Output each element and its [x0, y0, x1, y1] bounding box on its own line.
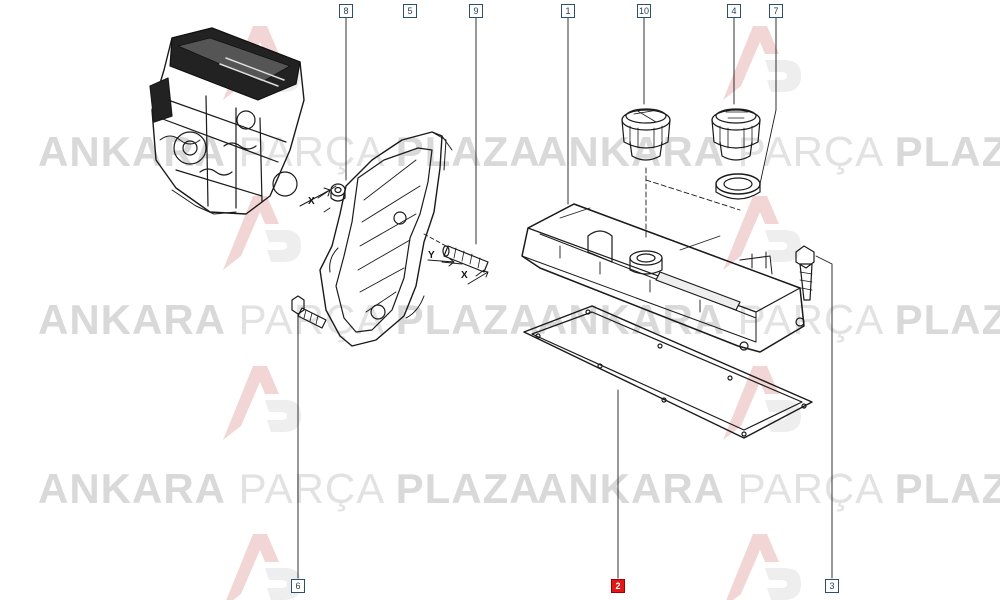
watermark-row: ANKARA PARÇA PLAZA ANKARA PARÇA PLAZA — [0, 465, 1000, 525]
rocker-cover-part — [521, 203, 805, 353]
callout-4[interactable]: 4 — [727, 4, 741, 18]
watermark-row: ANKARA PARÇA PLAZA ANKARA PARÇA PLAZA — [0, 128, 1000, 188]
axis-label-y: Y — [428, 250, 435, 261]
watermark-logo — [723, 196, 801, 270]
callout-10[interactable]: 10 — [637, 4, 651, 18]
watermark-logo — [223, 366, 301, 440]
axis-label-x: X — [308, 196, 315, 207]
timing-cover-part — [319, 131, 453, 347]
watermark-logo — [723, 366, 801, 440]
callout-1[interactable]: 1 — [561, 4, 575, 18]
oil-filler-cap-part — [621, 108, 671, 161]
callout-8[interactable]: 8 — [339, 4, 353, 18]
cover-screw-part — [795, 245, 815, 301]
axis-label-x: X — [461, 270, 468, 281]
callout-6[interactable]: 6 — [291, 579, 305, 593]
watermark-logo — [723, 26, 801, 100]
gasket-part — [523, 305, 813, 439]
watermark: ANKARA PARÇA PLAZA — [38, 296, 541, 343]
breather-cap-part — [711, 108, 761, 161]
engine-block-illustration — [149, 27, 305, 215]
watermark: ANKARA PARÇA PLAZA — [537, 296, 1000, 343]
bolt-part — [291, 295, 327, 329]
stud-part — [442, 245, 489, 273]
callout-3[interactable]: 3 — [825, 579, 839, 593]
callout-5[interactable]: 5 — [403, 4, 417, 18]
cover-nut-part — [330, 183, 346, 202]
callout-2-highlighted[interactable]: 2 — [611, 579, 625, 593]
callout-9[interactable]: 9 — [469, 4, 483, 18]
callout-7[interactable]: 7 — [769, 4, 783, 18]
watermark: ANKARA PARÇA PLAZA — [38, 465, 541, 512]
watermark: ANKARA PARÇA PLAZA — [537, 465, 1000, 512]
watermark-logo — [223, 196, 301, 270]
seal-ring-part — [715, 173, 761, 200]
watermark-logo — [726, 534, 801, 600]
watermark-row: ANKARA PARÇA PLAZA ANKARA PARÇA PLAZA — [0, 296, 1000, 356]
